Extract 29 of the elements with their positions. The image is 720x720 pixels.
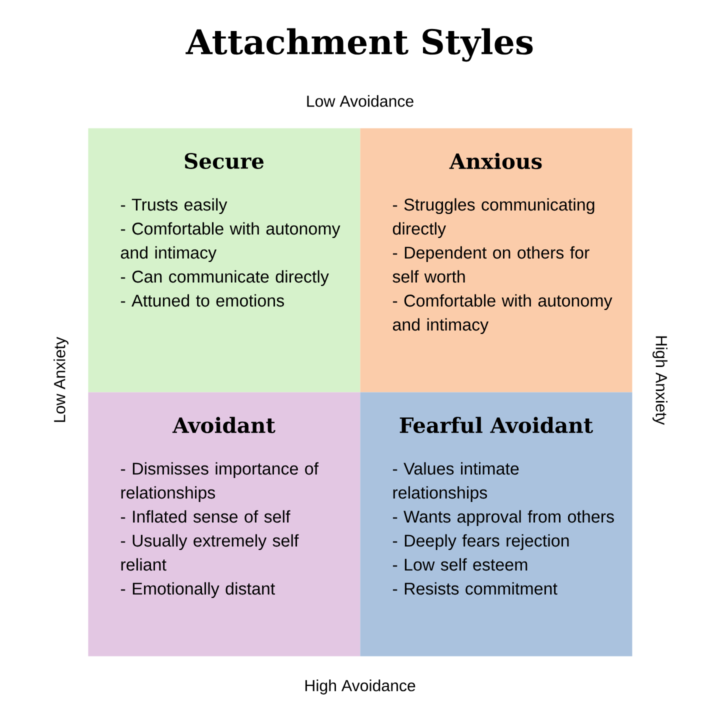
bullet-item: - Deeply fears rejection (392, 534, 569, 550)
quadrant-heading: Secure (184, 153, 264, 169)
bullet-item: - Struggles communicating directly (392, 198, 594, 238)
title: Attachment Styles (186, 28, 533, 62)
bullet-item: - Emotionally distant (120, 582, 275, 598)
axis-label: Low Avoidance (307, 95, 414, 107)
bullet-item: - Dismisses importance of relationships (120, 462, 319, 502)
quadrant-box (88, 392, 360, 656)
bullet-item: - Comfortable with autonomy and intimacy (392, 294, 612, 334)
axis-label: High Avoidance (305, 680, 416, 694)
axis-label: Low Anxiety (54, 336, 68, 422)
quadrant-heading: Fearful Avoidant (400, 416, 594, 434)
bullet-item: - Resists commitment (392, 582, 558, 595)
bullet-item: - Wants approval from others (392, 510, 614, 526)
bullet-item: - Usually extremely self reliant (120, 534, 299, 571)
quadrant-heading: Avoidant (172, 416, 276, 434)
quadrant-heading: Anxious (449, 152, 542, 170)
bullet-item: - Dependent on others for self worth (392, 246, 590, 283)
bullet-item: - Low self esteem (392, 558, 528, 571)
bullet-item: - Comfortable with autonomy and intimacy (120, 222, 340, 262)
axis-label: High Anxiety (652, 336, 668, 425)
bullet-item: - Can communicate directly (120, 270, 329, 286)
quadrant-box (88, 128, 360, 392)
bullet-item: - Attuned to emotions (120, 294, 284, 307)
quadrant-box (360, 392, 632, 656)
bullet-item: - Trusts easily (120, 198, 228, 214)
bullet-item: - Values intimate relationships (392, 462, 519, 502)
bullet-item: - Inflated sense of self (120, 510, 290, 523)
quadrant-box (360, 128, 632, 392)
